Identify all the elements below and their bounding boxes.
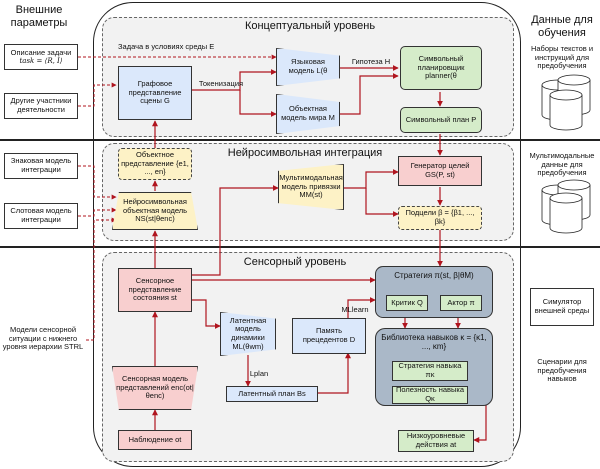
observation: Наблюдение ot [118, 430, 192, 450]
sign-model-box: Знаковая модель интеграции [4, 153, 78, 179]
goal-generator: Генератор целей GS(P, st) [398, 156, 482, 186]
multimodal-data: Мультимодальные данные для предобучения [529, 151, 595, 178]
skill-utility: Полезность навыка Qκ [392, 385, 468, 404]
case-memory-label: Память прецедентов D [302, 326, 356, 344]
object-representation: Объектное представление {e1, ..., en} [118, 148, 192, 180]
graph-representation: Графовое представление сцены G [118, 66, 192, 120]
left-header: Внешние параметры [10, 4, 68, 30]
simulator-box: Симулятор внешней среды [530, 288, 594, 326]
latent-dynamics-model: Латентная модель динамики ML(θwm) [220, 312, 276, 356]
latent-plan-label: Латентный план Bs [238, 388, 306, 398]
neurosymbolic-object-model: Нейросимвольная объектная модель NS(st|θ… [112, 192, 198, 230]
sensor-encoder-model-label: Сенсорная модель представлений enc(ot|θe… [116, 374, 194, 401]
goal-generator-label: Генератор целей GS(P, st) [410, 161, 470, 179]
symbolic-planner-label: Символьный планировщик planner(θ [417, 54, 465, 81]
texts-data: Наборы текстов и инструкций для предобуч… [530, 44, 594, 71]
sensor-encoder-model: Сенсорная модель представлений enc(ot|θe… [112, 366, 198, 410]
sensor-representation-label: Сенсорное представление состояния st [128, 276, 182, 303]
observation-label: Наблюдение ot [128, 434, 182, 444]
mllearn-label: MLlearn [341, 305, 369, 314]
right-header: Данные для обучения [531, 14, 593, 40]
graph-representation-label: Графовое представление сцены G [128, 79, 182, 106]
other-agents-box: Другие участники деятельности [4, 93, 78, 119]
low-level-actions: Низкоуровневые действия at [398, 430, 474, 452]
divider-bottom [0, 246, 600, 248]
multimodal-binding-model-label: Мультимодальная модель привязки MM(st) [279, 173, 343, 200]
divider-top [0, 139, 600, 141]
symbolic-plan: Символьный план P [400, 107, 482, 133]
skill-strategy-label: Стратегия навыка πκ [398, 361, 462, 379]
latent-dynamics-model-label: Латентная модель динамики ML(θwm) [229, 315, 267, 351]
subgoals-label: Подцели β = {β1, ..., βk} [405, 208, 475, 226]
critic: Критик Q [386, 295, 428, 311]
sensor-representation: Сенсорное представление состояния st [118, 268, 192, 312]
symbolic-plan-label: Символьный план P [405, 114, 477, 124]
sensor-situation-models: Модели сенсорной ситуации с нижнего уров… [2, 325, 84, 352]
critic-label: Критик Q [391, 297, 423, 307]
object-representation-label: Объектное представление {e1, ..., en} [121, 150, 189, 177]
conceptual-title: Концептуальный уровень [244, 20, 376, 32]
neurosymbolic-object-model-label: Нейросимвольная объектная модель NS(st|θ… [122, 197, 188, 224]
actor: Актор π [440, 295, 482, 311]
sign-model-label: Знаковая модель интеграции [10, 156, 72, 174]
task-label: Описание задачи [10, 47, 72, 57]
neuro-title: Нейросимвольная интеграция [227, 147, 383, 159]
skill-utility-label: Полезность навыка Qκ [395, 385, 464, 403]
latent-plan: Латентный план Bs [226, 386, 318, 402]
task-in-env-label: Задача в условиях среды E [118, 42, 215, 51]
case-memory: Память прецедентов D [292, 318, 366, 354]
skill-strategy: Стратегия навыка πκ [392, 361, 468, 381]
low-level-actions-label: Низкоуровневые действия at [406, 431, 466, 449]
main-region [93, 2, 521, 467]
tokenization-label: Токенизация [198, 79, 244, 88]
language-model: Языковая модель L(θ [276, 48, 340, 86]
sensory-title: Сенсорный уровень [243, 256, 347, 268]
dataset-cylinders-multimodal [541, 179, 591, 234]
slot-model-box: Слотовая модель интеграции [4, 203, 78, 229]
world-model-label: Объектная модель мира M [281, 104, 335, 122]
task-formula: task = ⟨R, I⟩ [19, 57, 63, 66]
actor-label: Актор π [447, 297, 475, 307]
symbolic-planner: Символьный планировщик planner(θ [400, 46, 482, 90]
slot-model-label: Слотовая модель интеграции [10, 206, 72, 224]
simulator-label: Симулятор внешней среды [534, 297, 590, 315]
language-model-label: Языковая модель L(θ [288, 57, 328, 75]
multimodal-binding-model: Мультимодальная модель привязки MM(st) [278, 164, 344, 210]
scenarios-data: Сценарии для предобучения навыков [537, 357, 587, 384]
subgoals: Подцели β = {β1, ..., βk} [398, 206, 482, 230]
other-agents-label: Другие участники деятельности [10, 96, 72, 114]
skill-library-label: Библиотека навыков κ = {κ1, ..., κm} [381, 333, 487, 352]
dataset-cylinders-texts [541, 74, 591, 131]
task-description-box: Описание задачи task = ⟨R, I⟩ [4, 44, 78, 70]
hypothesis-label: Гипотеза H [351, 57, 391, 66]
lplan-label: Lplan [249, 369, 269, 378]
strategy-label: Стратегия π(st, β|θM) [394, 271, 474, 280]
